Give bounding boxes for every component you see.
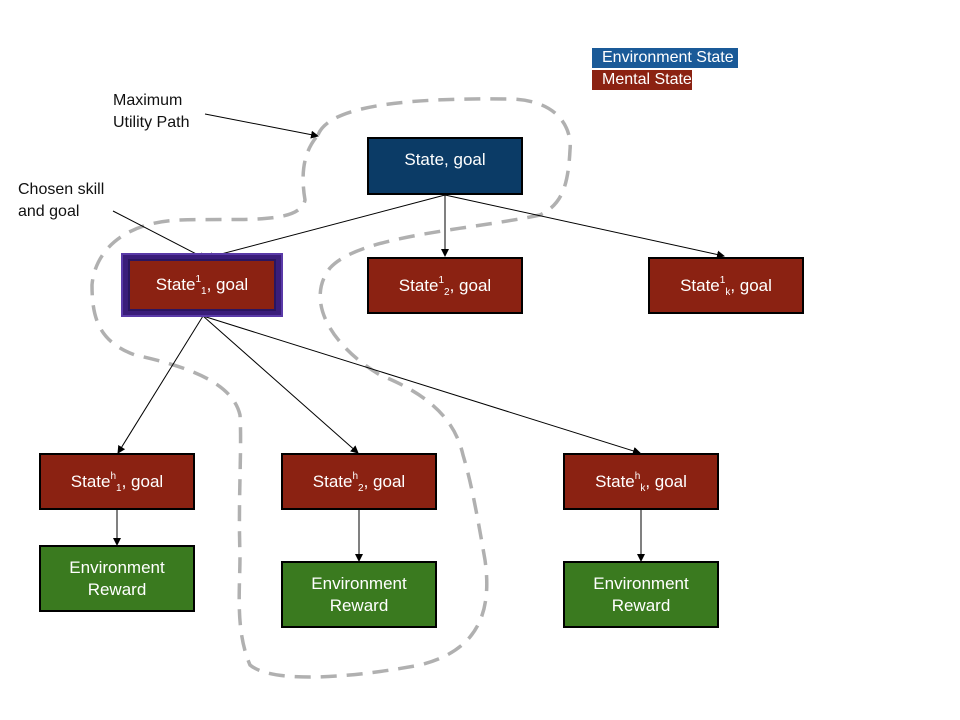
- node-levelh-k-label: Statehk, goal: [595, 470, 687, 494]
- max-utility-path: [90, 97, 572, 679]
- node-root-label: State, goal: [404, 150, 486, 169]
- max-utility-pointer: [204, 113, 319, 139]
- annotation-max-utility-line2: Utility Path: [113, 114, 190, 131]
- edge-root-l1-k: [444, 194, 725, 259]
- annotation-chosen-line1: Chosen skill: [18, 181, 105, 198]
- node-levelh-1-label: Stateh1, goal: [70, 470, 164, 494]
- edge-l1-lh-k: [202, 315, 641, 455]
- node-level1-k: State1k, goal: [648, 257, 804, 314]
- node-levelh-k: Statehk, goal: [563, 453, 719, 510]
- node-levelh-2: Stateh2, goal: [281, 453, 437, 510]
- legend-mental-state-label: Mental State: [602, 71, 692, 88]
- node-levelh-1: Stateh1, goal: [39, 453, 195, 510]
- node-level1-1: State11, goal: [128, 259, 276, 311]
- annotation-chosen-skill-goal: Chosen skill and goal: [18, 179, 104, 223]
- node-level1-k-label: State1k, goal: [680, 274, 772, 298]
- node-root: State, goal: [367, 137, 523, 195]
- node-level1-2: State12, goal: [367, 257, 523, 314]
- annotation-chosen-line2: and goal: [18, 203, 80, 220]
- edge-l1-lh-1: [117, 315, 204, 454]
- edge-l1-lh-2: [202, 315, 359, 454]
- node-level1-2-label: State12, goal: [398, 274, 492, 298]
- legend-environment-state: Environment State: [592, 48, 738, 68]
- chosen-skill-pointer: [112, 210, 207, 260]
- node-levelh-2-label: Stateh2, goal: [312, 470, 406, 494]
- annotation-max-utility-line1: Maximum: [113, 92, 183, 109]
- annotation-maximum-utility-path: Maximum Utility Path: [113, 90, 189, 134]
- node-level1-1-label: State11, goal: [155, 274, 249, 297]
- edge-root-l1-1: [205, 194, 446, 261]
- legend-mental-state: Mental State: [592, 70, 692, 90]
- legend-environment-state-label: Environment State: [602, 49, 734, 66]
